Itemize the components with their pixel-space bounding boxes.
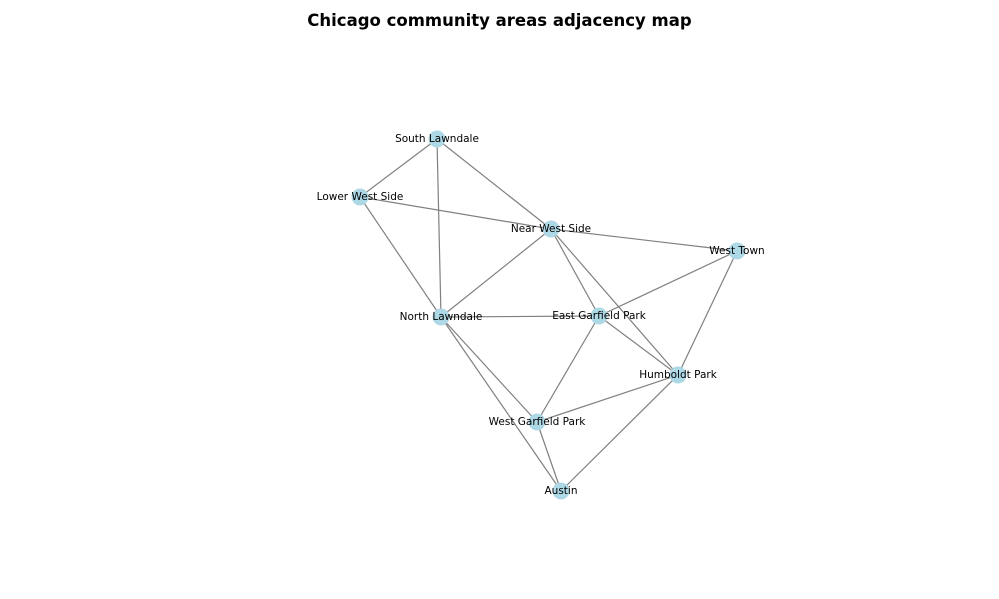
node-label-austin: Austin: [545, 485, 578, 497]
node-west-garfield-park: [528, 413, 546, 431]
node-north-lawndale: [432, 308, 450, 326]
edge-north-lawndale-east-garfield-park: [440, 315, 600, 318]
node-label-near-west-side: Near West Side: [511, 223, 591, 235]
node-west-town: [728, 242, 746, 260]
node-label-west-town: West Town: [709, 245, 764, 257]
edge-east-garfield-park-humboldt-park: [598, 315, 679, 376]
edge-south-lawndale-lower-west-side: [359, 138, 438, 198]
node-humboldt-park: [669, 366, 687, 384]
edge-south-lawndale-near-west-side: [436, 138, 552, 230]
edge-near-west-side-west-town: [550, 228, 738, 252]
node-south-lawndale: [428, 130, 446, 148]
edge-west-garfield-park-austin: [536, 421, 562, 492]
node-label-north-lawndale: North Lawndale: [400, 311, 483, 323]
node-near-west-side: [542, 220, 560, 238]
edge-near-west-side-humboldt-park: [550, 228, 679, 376]
node-label-west-garfield-park: West Garfield Park: [489, 416, 587, 428]
edge-south-lawndale-north-lawndale: [436, 138, 442, 318]
edge-lower-west-side-near-west-side: [359, 196, 552, 230]
diagram-title: Chicago community areas adjacency map: [307, 11, 692, 30]
node-label-humboldt-park: Humboldt Park: [639, 369, 718, 381]
node-label-east-garfield-park: East Garfield Park: [552, 310, 646, 322]
nodes-layer: [351, 130, 746, 500]
edge-near-west-side-north-lawndale: [440, 228, 552, 318]
edge-north-lawndale-austin: [440, 316, 562, 492]
edge-near-west-side-east-garfield-park: [550, 228, 600, 317]
edge-lower-west-side-north-lawndale: [359, 196, 442, 318]
node-lower-west-side: [351, 188, 369, 206]
node-austin: [552, 482, 570, 500]
edge-west-town-humboldt-park: [677, 250, 738, 376]
node-label-south-lawndale: South Lawndale: [395, 133, 479, 145]
node-east-garfield-park: [590, 307, 608, 325]
edge-humboldt-park-austin: [560, 374, 679, 492]
node-label-lower-west-side: Lower West Side: [317, 191, 404, 203]
edge-north-lawndale-west-garfield-park: [440, 316, 538, 423]
edge-humboldt-park-west-garfield-park: [536, 374, 679, 423]
edges-layer: [359, 138, 738, 492]
edge-east-garfield-park-west-garfield-park: [536, 315, 600, 423]
edge-west-town-east-garfield-park: [598, 250, 738, 317]
